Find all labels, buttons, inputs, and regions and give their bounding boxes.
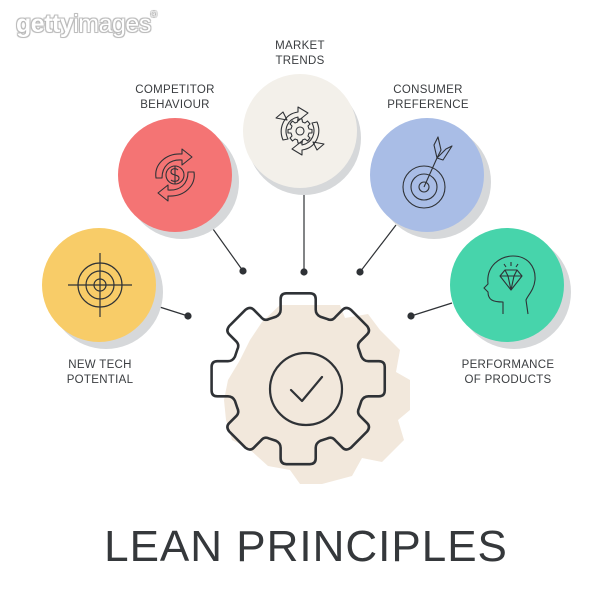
label-competitor-line2: BEHAVIOUR [140, 99, 210, 111]
crosshair-icon [68, 253, 132, 317]
label-consumer: CONSUMER PREFERENCE [358, 83, 498, 113]
connector-consumer [359, 224, 397, 273]
label-new-tech-line2: POTENTIAL [66, 374, 134, 386]
node-new-tech [42, 228, 163, 349]
label-competitor-line1: COMPETITOR [135, 84, 215, 96]
label-new-tech: NEW TECH POTENTIAL [30, 358, 170, 388]
connector-dot-performance [407, 312, 415, 320]
page-title: LEAN PRINCIPLES [104, 522, 508, 571]
label-performance-line2: OF PRODUCTS [464, 374, 552, 386]
node-consumer [370, 118, 491, 239]
label-market-line1: MARKET [275, 40, 325, 52]
node-performance [450, 228, 571, 349]
watermark-bold: getty [16, 10, 74, 38]
connector-performance [410, 302, 453, 317]
checkmark-icon [289, 375, 324, 403]
node-market [243, 74, 361, 195]
watermark-registered: ® [150, 10, 157, 19]
node-competitor [118, 118, 239, 239]
connector-dot-competitor [239, 267, 247, 275]
connector-dot-consumer [356, 268, 364, 276]
head-diamond-icon [483, 255, 536, 315]
label-market: MARKET TRENDS [230, 39, 370, 69]
check-circle [268, 351, 344, 427]
connector-dot-new-tech [184, 312, 192, 320]
connectors [146, 188, 453, 320]
label-consumer-line1: CONSUMER [393, 84, 463, 96]
gear-check-icon [210, 292, 387, 466]
label-market-line2: TRENDS [275, 55, 325, 67]
getty-images-watermark: gettyimages® [16, 10, 157, 39]
connector-dot-market [300, 268, 308, 276]
watermark-light: images [73, 10, 151, 38]
label-competitor: COMPETITOR BEHAVIOUR [105, 83, 245, 113]
circle-consumer [370, 118, 484, 232]
label-consumer-line2: PREFERENCE [387, 99, 469, 111]
label-performance-line1: PERFORMANCE [461, 359, 555, 371]
center-gear [210, 292, 410, 484]
gear-cycle-icon [275, 106, 325, 156]
label-new-tech-line1: NEW TECH [68, 359, 132, 371]
circle-market [243, 74, 357, 188]
dollar-exchange-icon [155, 148, 195, 202]
connector-competitor [207, 221, 244, 272]
target-arrow-icon [402, 136, 453, 209]
label-performance: PERFORMANCE OF PRODUCTS [438, 358, 578, 388]
